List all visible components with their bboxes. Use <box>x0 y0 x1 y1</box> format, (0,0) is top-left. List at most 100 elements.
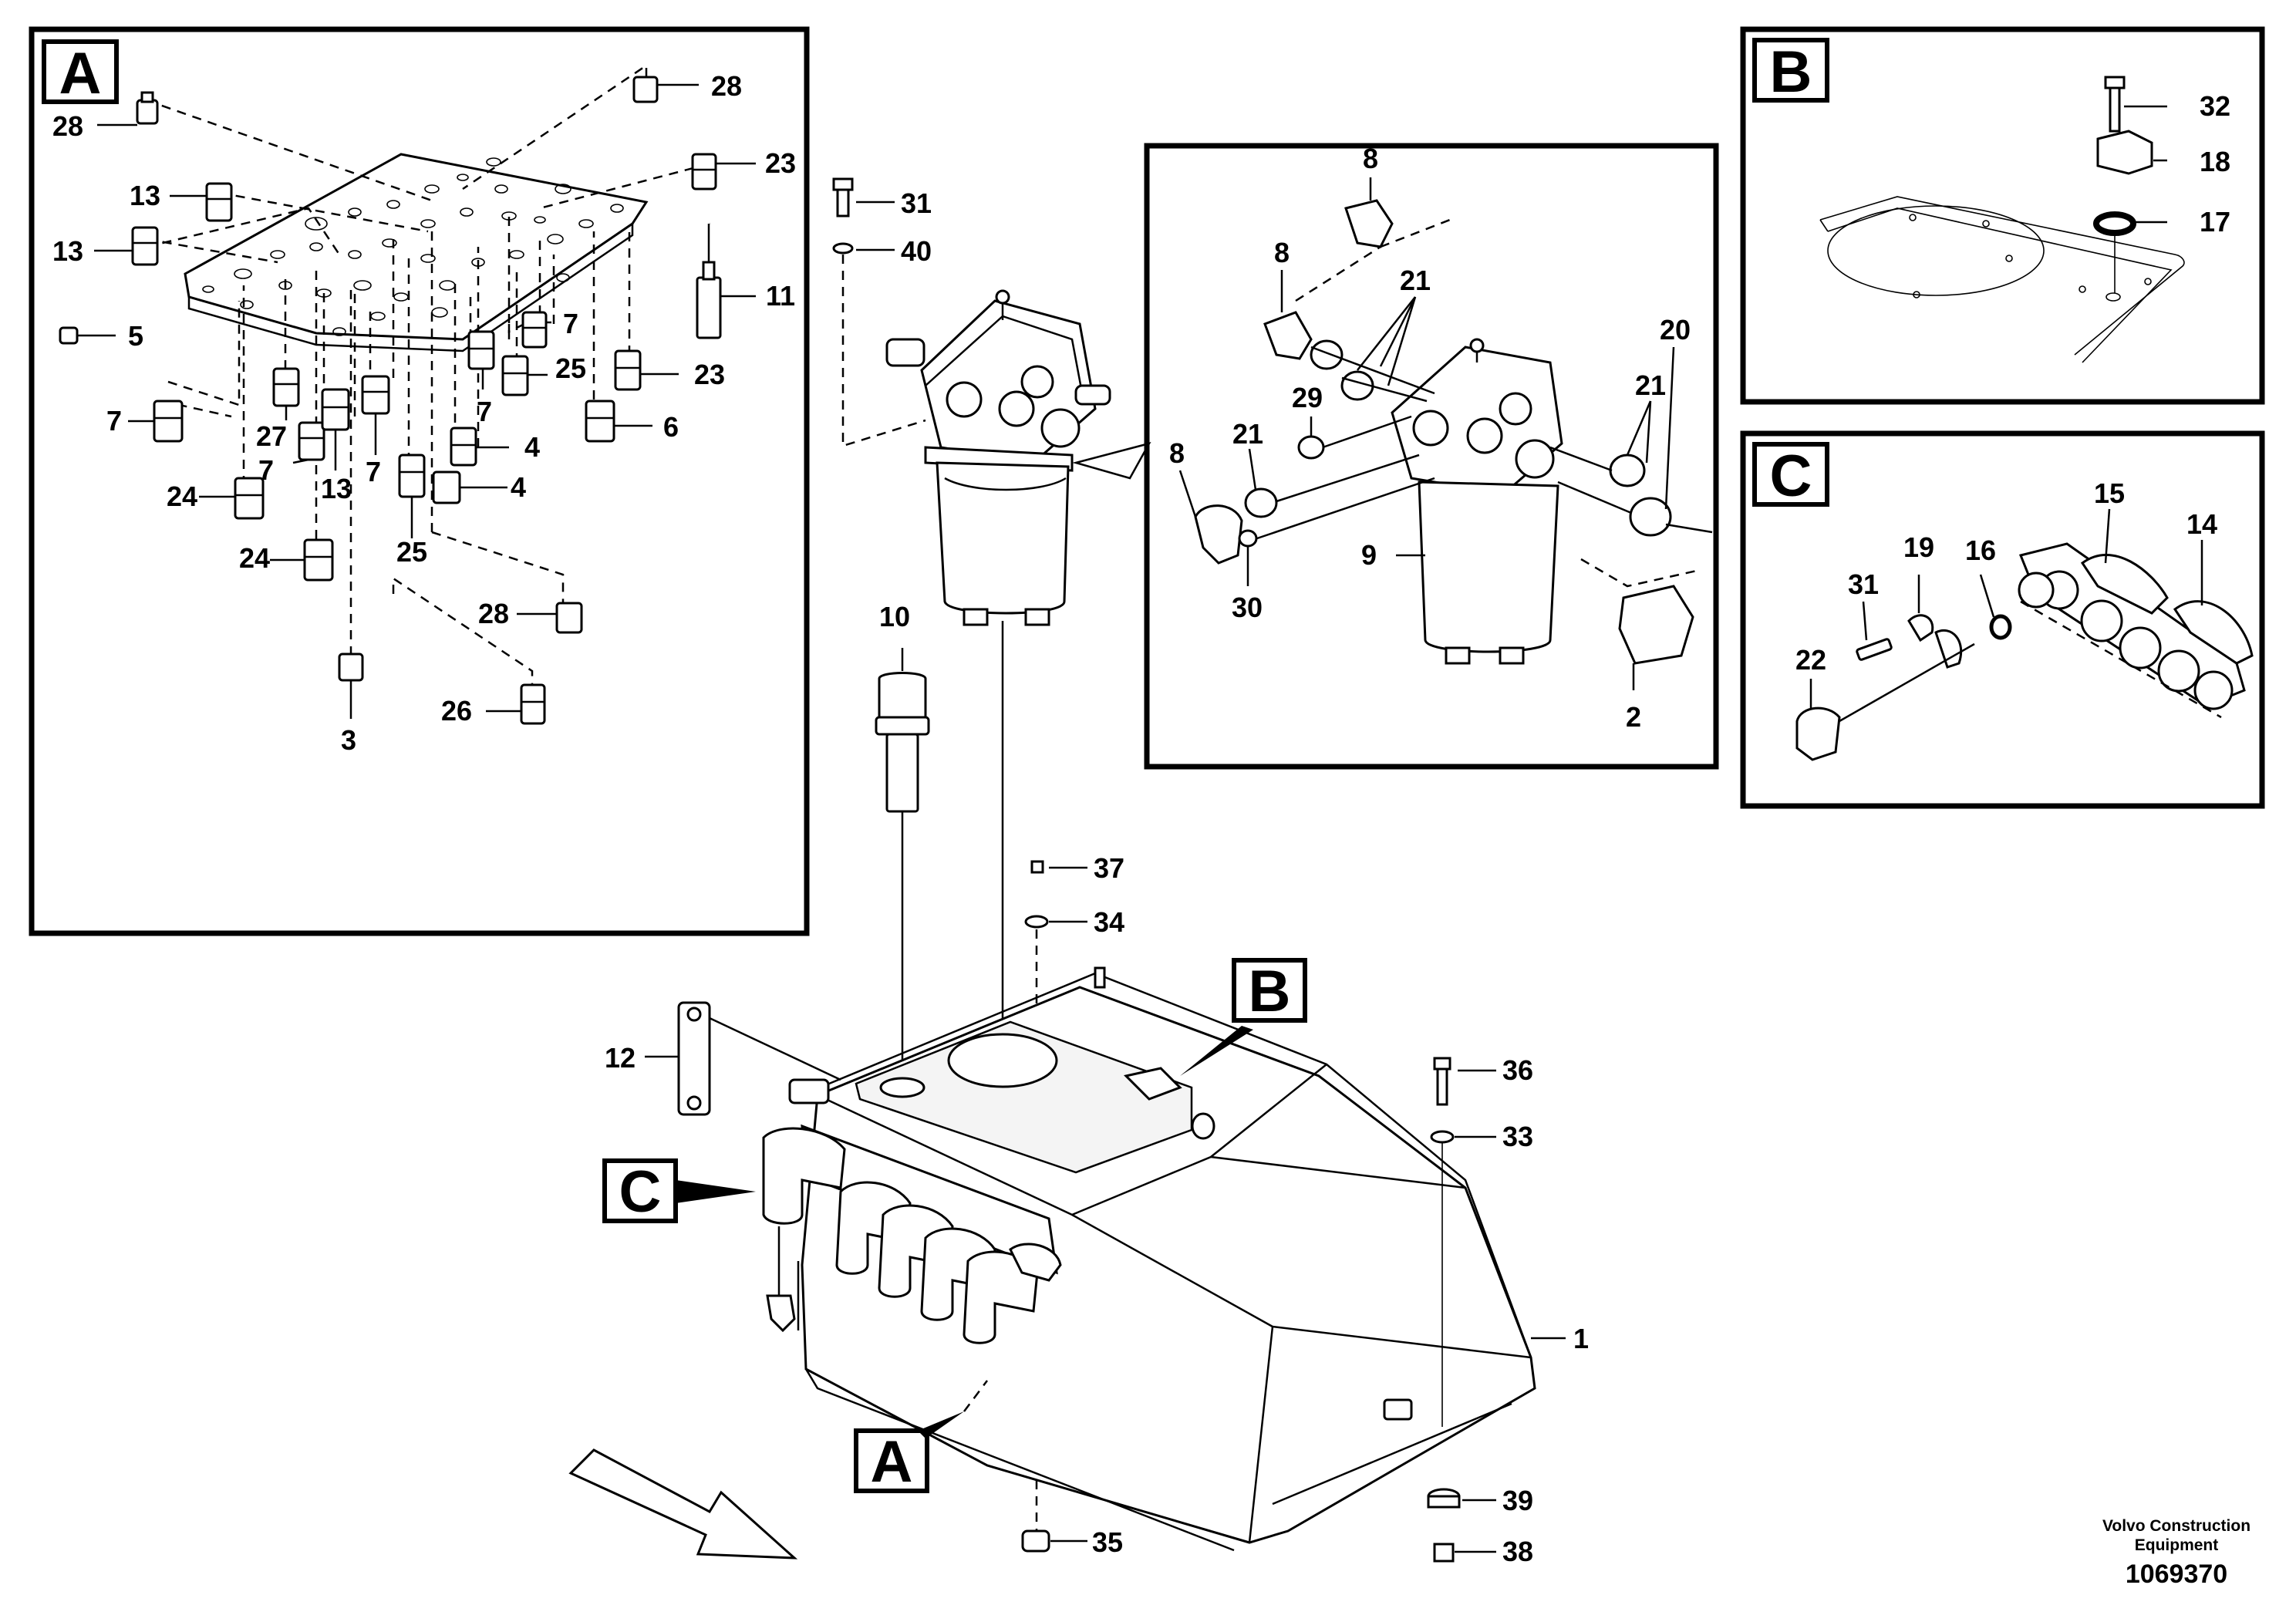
hydraulic-tank: 12 B C A <box>568 958 1589 1567</box>
washer-40 <box>832 242 854 255</box>
fitting-7-b <box>521 311 548 349</box>
label-18: 18 <box>2200 146 2230 177</box>
panel-a-fittings <box>59 76 722 725</box>
panel-b-letter: B <box>1770 39 1812 105</box>
fitting-6 <box>585 400 615 443</box>
callout-b <box>1232 958 1307 1023</box>
label-17: 17 <box>2200 206 2230 238</box>
label-8: 8 <box>1363 143 1378 174</box>
label-4: 4 <box>524 431 540 463</box>
elbow-8-mid <box>1263 311 1313 360</box>
elbow-8-top <box>1344 199 1394 248</box>
label-31: 31 <box>901 187 932 219</box>
filter-detail-panel: 8 8 21 20 29 21 21 8 30 9 2 <box>1144 143 1719 770</box>
fitting-3 <box>338 653 364 682</box>
callout-b-letter: B <box>1249 959 1291 1024</box>
filter-port-left <box>885 338 925 367</box>
cover-18 <box>2096 130 2153 175</box>
drain-plug <box>766 1294 796 1333</box>
label-25: 25 <box>396 536 427 568</box>
filter-opening <box>947 1033 1058 1088</box>
label-30: 30 <box>1232 592 1263 623</box>
label-21: 21 <box>1232 418 1263 450</box>
label-24: 24 <box>239 542 270 574</box>
publisher-footer: Volvo Construction Equipment 1069370 <box>2102 1517 2250 1589</box>
label-23: 23 <box>694 359 725 390</box>
callout-a-letter: A <box>871 1429 913 1495</box>
fitting-28-bottom <box>555 602 583 634</box>
label-6: 6 <box>663 411 679 443</box>
label-1: 1 <box>1573 1323 1589 1354</box>
publisher-line-1: Volvo Construction <box>2102 1517 2250 1535</box>
label-5: 5 <box>128 320 143 352</box>
fitting-28-top-left <box>136 91 159 125</box>
detail-panel-a: A <box>29 26 810 936</box>
fitting-7-c <box>467 330 495 370</box>
label-40: 40 <box>901 235 932 267</box>
label-37: 37 <box>1094 852 1124 884</box>
plug-35: 35 <box>1021 1526 1123 1558</box>
label-13: 13 <box>52 235 83 267</box>
label-7: 7 <box>258 454 274 486</box>
label-28: 28 <box>711 70 742 102</box>
label-13: 13 <box>130 180 160 211</box>
fitting-7-left <box>153 400 184 443</box>
label-7: 7 <box>563 308 578 339</box>
detail-panel-b: B 32 18 17 <box>1740 26 2265 405</box>
elbow-8-lower <box>1194 504 1243 565</box>
fitting-4-b <box>432 470 461 504</box>
label-27: 27 <box>256 420 287 452</box>
label-31: 31 <box>1848 568 1879 600</box>
callout-a <box>854 1428 929 1493</box>
label-7: 7 <box>106 405 122 437</box>
callout-c-letter: C <box>619 1159 662 1225</box>
fitting-4-a <box>450 427 477 467</box>
label-35: 35 <box>1092 1526 1123 1558</box>
label-2: 2 <box>1626 701 1641 733</box>
fitting-13-b <box>131 226 159 266</box>
fitting-26 <box>520 683 546 725</box>
fitting-24-a <box>234 477 265 520</box>
label-16: 16 <box>1965 534 1996 566</box>
flange-14 <box>2173 600 2254 665</box>
tank-top-plate <box>855 1020 1193 1174</box>
label-9: 9 <box>1361 539 1377 571</box>
fitting-23-top <box>691 153 717 191</box>
label-26: 26 <box>441 695 472 727</box>
screw-31 <box>1856 638 1893 661</box>
label-29: 29 <box>1292 382 1323 413</box>
sensor-11 <box>696 224 722 339</box>
publisher-line-2: Equipment <box>2135 1536 2219 1554</box>
label-36: 36 <box>1502 1054 1533 1086</box>
label-23: 23 <box>765 147 796 179</box>
flange-15 <box>2080 553 2169 615</box>
forward-direction-arrow <box>568 1448 798 1560</box>
fitting-13-a <box>205 182 233 222</box>
fitting-23-b <box>614 349 642 391</box>
cap-screw-31 <box>832 177 854 218</box>
panel-c-letter: C <box>1770 443 1812 509</box>
panel-a-leaders <box>77 83 756 719</box>
filter-bowl <box>936 461 1070 615</box>
label-7: 7 <box>366 456 381 487</box>
cover-b <box>1124 1067 1182 1101</box>
label-21: 21 <box>1400 265 1431 296</box>
detail-panel-c: C 15 14 19 16 31 22 <box>1740 430 2265 809</box>
label-14: 14 <box>2186 508 2217 540</box>
label-24: 24 <box>167 481 197 512</box>
breather-10: 10 <box>875 601 930 1088</box>
fitting-27 <box>272 367 300 407</box>
label-10: 10 <box>879 601 910 632</box>
fitting-7-d <box>298 421 325 461</box>
label-25: 25 <box>555 352 586 384</box>
label-33: 33 <box>1502 1121 1533 1152</box>
label-20: 20 <box>1660 314 1691 346</box>
filter-assembly: 31 40 <box>832 177 1151 1068</box>
elbow-22 <box>1795 706 1841 761</box>
fitting-13-c <box>321 388 350 431</box>
label-4: 4 <box>511 471 526 503</box>
filter-housing-9 <box>1418 481 1559 653</box>
bracket-12 <box>677 1001 711 1116</box>
screw-36-group: 36 33 39 38 <box>1427 1054 1533 1567</box>
